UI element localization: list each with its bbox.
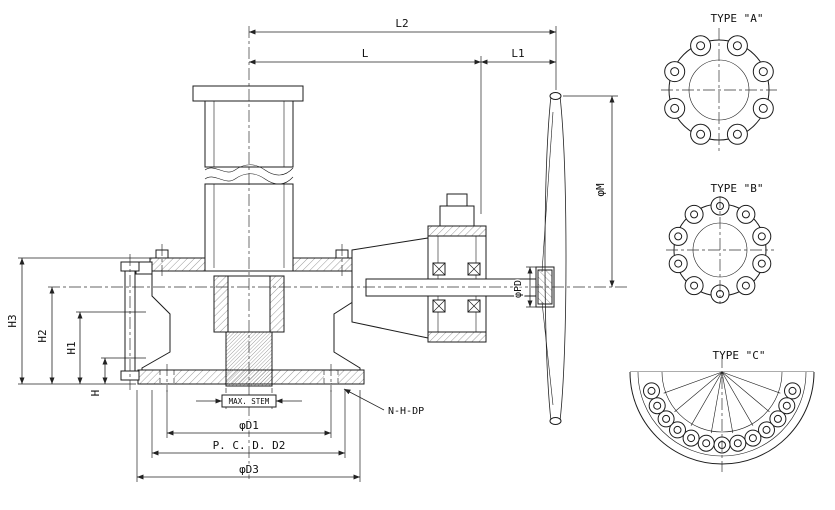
handwheel-rim-top: [549, 92, 562, 100]
flange-type-b-view: TYPE "B": [666, 181, 774, 304]
base-hole-right: [324, 371, 338, 383]
dim-phi-pd-label: φPD: [513, 280, 524, 298]
bearing-housing-cap-top: [427, 225, 487, 237]
main-section-view: [48, 26, 630, 482]
bearing-housing-cap-bottom: [427, 331, 487, 343]
bearing: [432, 299, 446, 313]
dim-l1-label: L1: [511, 47, 524, 60]
bearing: [467, 262, 481, 276]
type-c-bolt-holes: [647, 386, 797, 449]
bearing: [467, 299, 481, 313]
type-a-bolt-bosses: [664, 35, 774, 145]
indicator-cap: [446, 193, 468, 207]
dim-phi-m-label: φM: [594, 183, 607, 197]
dim-l2-label: L2: [395, 17, 408, 30]
stem-tube-cap: [192, 85, 304, 102]
nhdp-leader: [343, 388, 385, 411]
type-c-radial-lines: [663, 371, 781, 434]
dim-h2-label: H2: [36, 329, 49, 342]
nhdp-label: N-H-DP: [388, 406, 424, 417]
dim-phi-d1-label: φD1: [239, 419, 259, 432]
type-a-bolt-holes: [670, 41, 768, 139]
bearing: [432, 262, 446, 276]
dim-phi-d3-label: φD3: [239, 463, 259, 476]
dimension-annotations: L2 L L1 φM φPD H3 H2 H1 H MAX. STEM φD1: [5, 16, 618, 482]
dim-l-label: L: [362, 47, 369, 60]
handwheel-rim-bottom: [549, 417, 562, 425]
break-line: [204, 173, 294, 185]
handwheel: [541, 92, 567, 425]
type-c-inner-rim: [661, 371, 783, 433]
type-b-label: TYPE "B": [711, 182, 764, 195]
base-hole-left: [160, 371, 174, 383]
dim-h1-label: H1: [65, 341, 78, 354]
break-line: [204, 164, 294, 176]
type-b-bolt-holes: [674, 202, 766, 298]
type-c-label: TYPE "C": [713, 349, 766, 362]
indicator-base: [439, 205, 475, 227]
dim-h3-label: H3: [6, 314, 19, 327]
dim-pcd-d2-label: P. C. D. D2: [213, 439, 286, 452]
dim-h-label: H: [89, 390, 102, 397]
stem-nut-wall: [269, 275, 285, 333]
flange-type-a-view: TYPE "A": [661, 11, 777, 152]
type-a-label: TYPE "A": [711, 12, 764, 25]
stem-nut-wall: [213, 275, 229, 333]
flange-type-c-view: TYPE "C": [629, 348, 815, 472]
max-stem-label: MAX. STEM: [229, 397, 270, 406]
